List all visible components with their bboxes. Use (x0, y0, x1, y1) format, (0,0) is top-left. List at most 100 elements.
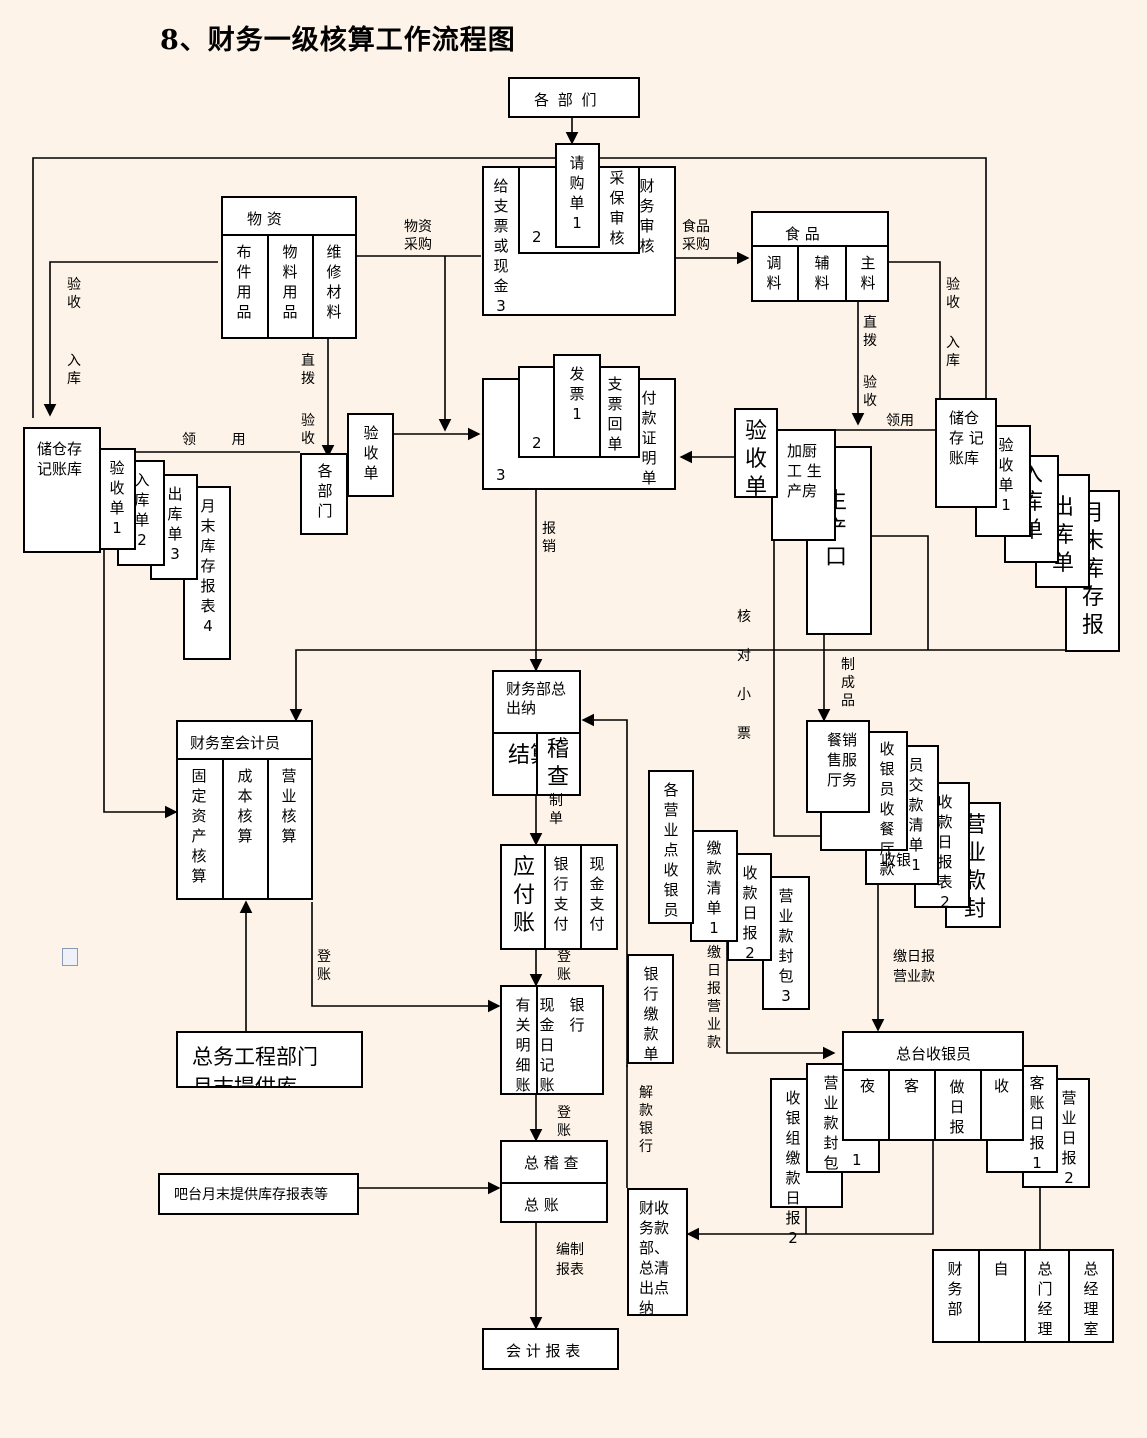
departments-label: 各 部 们 (534, 91, 599, 109)
pay-list-box: 缴款清单1 (690, 830, 738, 942)
pay-proof-text: 付款证明单 (641, 389, 657, 487)
label-post3: 登账 (557, 1105, 571, 1139)
restaurant-box: 餐销售服厅务 (806, 720, 870, 813)
restaurant-text: 餐销售服厅务 (826, 731, 857, 789)
materials-header: 物 资 (247, 210, 282, 228)
engineering-text: 总务工程部门 (192, 1045, 318, 1069)
engineering-box: 总务工程部门 月末提供库 (176, 1031, 363, 1088)
center-num-2: 2 (532, 228, 542, 246)
sig-gm: 总门经理 (1037, 1260, 1053, 1338)
seal-bag-text: 营业款封包3 (778, 887, 794, 1005)
payable-text: 应付账 (512, 855, 535, 936)
page-title: 8、财务一级核算工作流程图 (160, 25, 516, 56)
label-in-right: 入库 (946, 335, 960, 369)
accountant-header: 财务室会计员 (190, 734, 281, 752)
label-daily-cash: 缴日报营业款 (707, 945, 721, 1051)
departments-box: 各 部 们 (508, 77, 640, 118)
label-finished: 制成品 (841, 657, 855, 709)
bank-slip-text: 银行缴款单 (643, 965, 659, 1063)
front-recv: 收 (994, 1077, 1010, 1095)
right-storage-box: 储仓存 记账库 (935, 398, 997, 508)
label-check-a: 验收 (301, 413, 315, 447)
left-in-text: 入库单2 (134, 471, 150, 549)
food-box: 食 品 调料 辅料 主料 (751, 211, 889, 302)
biz-daily-text: 营业日报2 (1061, 1089, 1077, 1187)
acceptance-big-text: 验收单 (744, 419, 767, 498)
label-check-b: 验收 (863, 375, 877, 409)
finance-review-text: 财务审核 (639, 177, 655, 255)
settle-text: 结算 (508, 743, 536, 768)
audit-ledger-box: 总 稽 查 总 账 (500, 1140, 608, 1223)
left-month-text: 月末库存报表4 (200, 497, 216, 635)
inv-num-3: 3 (496, 466, 506, 484)
mat-cloth: 布件用品 (236, 243, 252, 321)
accountant-box: 财务室会计员 固定资产核算 成本核算 营业核算 (176, 720, 313, 900)
food-seasoning: 调料 (766, 254, 782, 292)
right-receipt-text: 验收单1 (998, 436, 1014, 514)
label-post1: 登账 (317, 949, 331, 983)
front-guest: 客 (904, 1077, 920, 1095)
cash-journal-text: 现金日记账 (539, 996, 555, 1094)
fixed-assets-text: 固定资产核算 (191, 767, 207, 885)
bank-journal-text: 银行 (569, 996, 585, 1034)
label-reimburse: 报销 (542, 521, 556, 555)
label-check-receive: 验收 (67, 277, 81, 311)
audit-header: 总 稽 查 (524, 1154, 579, 1172)
label-use-right: 领用 (886, 413, 914, 429)
label-verify-ticket: 核对小票 (737, 609, 751, 742)
purchase-review-text: 采保审核 (609, 169, 625, 247)
kitchen-box: 加厨工 生产房 (771, 429, 836, 541)
label-storage-in: 入库 (67, 353, 81, 387)
seal-num1: 1 (852, 1151, 862, 1169)
invoice-slip-text: 发 票1 (569, 365, 585, 423)
each-dept-text: 各部门 (317, 462, 333, 520)
payable-box: 应付账 银行支付 现金支付 (500, 844, 618, 950)
left-receipt-slip: 验收单1 (98, 448, 136, 550)
request-slip-box: 请购单1 (555, 143, 600, 248)
bar-box: 吧台月末提供库存报表等 (158, 1173, 359, 1215)
each-dept-box: 各部门 (300, 453, 348, 535)
left-receipt-text: 验收单1 (109, 459, 125, 537)
food-aux: 辅料 (814, 254, 830, 292)
cashier-label: 收银 (881, 851, 912, 869)
label-make-bill: 制单 (549, 793, 563, 827)
inv-num-2: 2 (532, 434, 542, 452)
cheque-return-text: 支票回单 (607, 375, 623, 453)
kitchen-text: 加厨工 生产房 (787, 442, 822, 500)
acceptance-big-box: 验收单 (734, 408, 778, 498)
pos-cashier-text: 各营业点收银员 (663, 781, 679, 919)
front-night: 夜 (860, 1077, 876, 1095)
front-daily: 做日报 (949, 1078, 965, 1136)
bank-slip-box: 银行缴款单 (627, 954, 674, 1064)
paste-options-icon[interactable] (62, 948, 78, 966)
label-daily-cash2: 缴日报营业款 (893, 949, 935, 985)
sig-fin: 财务部 (947, 1260, 963, 1318)
label-direct-b: 直拨 (863, 315, 877, 349)
pay-list-text: 缴款清单1 (706, 839, 722, 937)
label-direct-a: 直拨 (301, 353, 315, 387)
right-storage-text: 储仓存 记账库 (949, 409, 984, 467)
staff-pay-text: 员交款清单1 (908, 756, 924, 874)
pay-daily-text: 收款日报2 (742, 864, 758, 961)
mat-supplies: 物料用品 (282, 243, 298, 321)
bank-pay-text: 银行支付 (553, 855, 569, 933)
cash-pay-text: 现金支付 (589, 855, 605, 933)
label-release-bank: 解款银行 (639, 1085, 653, 1155)
engineering-cut-text: 月末提供库 (192, 1075, 297, 1088)
left-storage-text: 储仓存 记账库 (37, 440, 83, 478)
acceptance-slip-text: 验收单 (363, 424, 379, 482)
bar-text: 吧台月末提供库存报表等 (174, 1187, 328, 1203)
seal-bag2-text: 营业款封包 (823, 1074, 839, 1172)
invoice-slip-box: 发 票1 (553, 354, 601, 458)
detail-text: 有关明细账 (515, 996, 531, 1094)
label-check-right: 验收 (946, 277, 960, 311)
signature-box: 财务部 自 总门经理 总经理室 (932, 1249, 1114, 1343)
cash-daily-text: 收款日报表2 (937, 793, 953, 908)
journal-box: 有关明细账 现金日记账 银行 (500, 985, 604, 1095)
sig-self: 自 (993, 1260, 1009, 1278)
label-food-purchase: 食品采购 (682, 219, 710, 253)
left-in-slip: 入库单2 (117, 460, 165, 566)
cost-text: 成本核算 (237, 767, 253, 845)
cashier-collect-text: 收银员收餐厅款 (879, 740, 895, 878)
